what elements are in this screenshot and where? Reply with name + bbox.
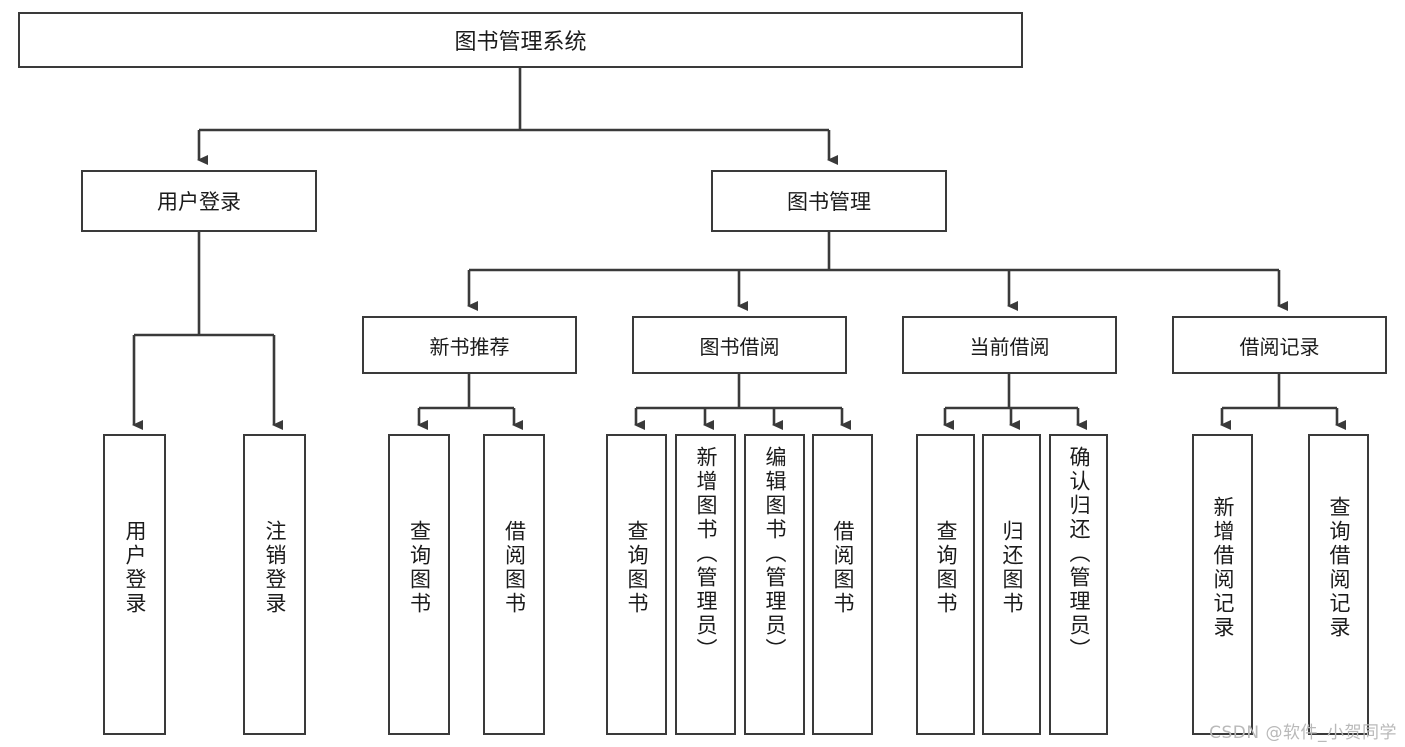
leaf-label: 借阅图书 <box>831 520 855 616</box>
leaf-label: 查询借阅记录 <box>1327 496 1351 640</box>
leaf-borrow-edit-book-admin[interactable]: 编辑图书（管理员） <box>744 434 805 735</box>
node-user-login[interactable]: 用户登录 <box>81 170 317 232</box>
node-label: 图书借阅 <box>699 334 780 359</box>
leaf-current-confirm-return-admin[interactable]: 确认归还（管理员） <box>1049 434 1108 735</box>
node-current-borrow[interactable]: 当前借阅 <box>902 316 1117 374</box>
node-root-book-management-system[interactable]: 图书管理系统 <box>18 12 1023 68</box>
leaf-label: 用户登录 <box>123 520 147 616</box>
leaf-current-query-book[interactable]: 查询图书 <box>916 434 975 735</box>
leaf-label: 注销登录 <box>263 520 287 616</box>
leaf-user-login-logout[interactable]: 注销登录 <box>243 434 306 735</box>
leaf-user-login-login[interactable]: 用户登录 <box>103 434 166 735</box>
leaf-label: 新增图书（管理员） <box>694 446 718 662</box>
leaf-label: 归还图书 <box>1000 520 1024 616</box>
leaf-label: 查询图书 <box>625 520 649 616</box>
leaf-borrow-query-book[interactable]: 查询图书 <box>606 434 667 735</box>
leaf-current-return-book[interactable]: 归还图书 <box>982 434 1041 735</box>
node-book-management[interactable]: 图书管理 <box>711 170 947 232</box>
leaf-label: 借阅图书 <box>502 520 527 616</box>
leaf-label: 查询图书 <box>934 520 958 616</box>
node-label: 借阅记录 <box>1239 334 1320 359</box>
leaf-record-query-borrow-record[interactable]: 查询借阅记录 <box>1308 434 1369 735</box>
leaf-new-book-query-book[interactable]: 查询图书 <box>388 434 450 735</box>
node-book-borrow[interactable]: 图书借阅 <box>632 316 847 374</box>
node-label: 当前借阅 <box>969 334 1050 359</box>
leaf-borrow-add-book-admin[interactable]: 新增图书（管理员） <box>675 434 736 735</box>
node-borrow-record[interactable]: 借阅记录 <box>1172 316 1387 374</box>
node-label: 用户登录 <box>157 190 241 214</box>
csdn-watermark: CSDN @软件_小贺同学 <box>1209 723 1397 743</box>
leaf-label: 查询图书 <box>407 520 432 616</box>
node-label: 新书推荐 <box>429 334 510 359</box>
leaf-borrow-borrow-book[interactable]: 借阅图书 <box>812 434 873 735</box>
leaf-label: 新增借阅记录 <box>1211 496 1235 640</box>
leaf-new-book-borrow-book[interactable]: 借阅图书 <box>483 434 545 735</box>
leaf-record-add-borrow-record[interactable]: 新增借阅记录 <box>1192 434 1253 735</box>
leaf-label: 确认归还（管理员） <box>1067 446 1091 662</box>
node-label: 图书管理 <box>787 190 871 214</box>
node-label: 图书管理系统 <box>454 30 587 55</box>
node-new-book-recommend[interactable]: 新书推荐 <box>362 316 577 374</box>
leaf-label: 编辑图书（管理员） <box>763 446 787 662</box>
